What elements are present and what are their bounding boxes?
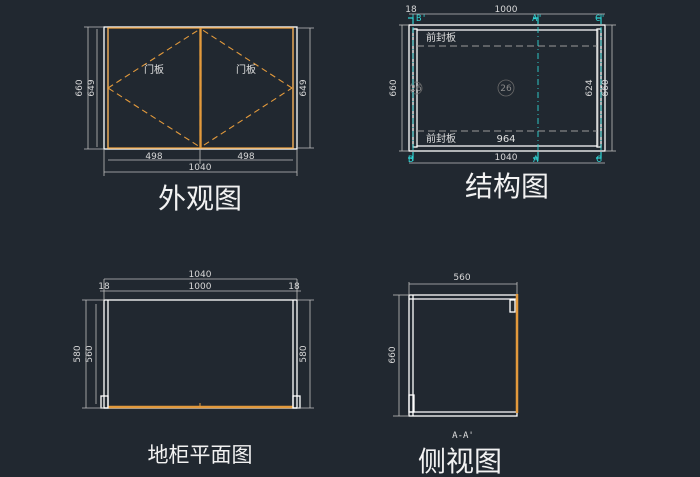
exterior-dim-height-inner: 649 [87, 79, 97, 96]
exterior-dim-height-right: 649 [299, 79, 309, 96]
exterior-door-left-swing-lines [107, 27, 201, 149]
exterior-door-label-right: 门板 [236, 63, 256, 76]
structure-dim-side-top-left: 18 [405, 5, 417, 15]
structure-dim-height-right-outer: 660 [601, 79, 611, 96]
exterior-door-right [200, 27, 294, 149]
exterior-view: 门板 门板 660 649 649 498 498 1040 外观图 [75, 26, 314, 215]
side-dim-height: 660 [388, 346, 398, 363]
exterior-dim-total-width: 1040 [189, 163, 212, 173]
plan-dim-inner-width: 1000 [189, 282, 212, 292]
exterior-cabinet-outline [103, 26, 298, 150]
exterior-dim-door-left: 498 [145, 152, 162, 162]
side-section-label: A-A' [452, 431, 474, 441]
section-marker-b-top [408, 17, 414, 24]
plan-right-foot [292, 395, 301, 409]
structure-panel-label-top: 前封板 [426, 31, 456, 44]
plan-left-foot [100, 395, 109, 409]
structure-marker-c-top: C' [595, 14, 606, 24]
section-marker-c-top [596, 17, 602, 24]
structure-marker-b-top: B' [416, 14, 427, 24]
section-marker-a-bottom [533, 152, 539, 159]
structure-marker-b-bottom: B [408, 155, 413, 165]
structure-part-balloon-center [497, 79, 515, 97]
structure-marker-a-bottom: A [533, 155, 539, 165]
section-marker-b-bottom [408, 152, 414, 159]
structure-dim-height-left: 660 [389, 79, 399, 96]
plan-dim-side-right: 18 [288, 282, 300, 292]
structure-view: 前封板 前封板 964 26 26 B' A' C' B A C 18 1000… [389, 5, 616, 203]
plan-view: 1040 1000 18 18 580 560 580 地柜平面图 [73, 270, 314, 467]
exterior-view-title: 外观图 [158, 182, 242, 215]
side-back-foot [408, 394, 415, 413]
side-front-rail-top [509, 299, 516, 313]
structure-view-title: 结构图 [465, 170, 549, 203]
plan-dim-depth-right: 580 [299, 345, 309, 362]
side-cabinet-outline [408, 294, 518, 417]
exterior-dim-door-right: 498 [237, 152, 254, 162]
structure-cabinet-outline [408, 24, 606, 152]
structure-panel-label-bottom: 前封板 [426, 132, 456, 145]
structure-part-number-left: 26 [410, 84, 422, 94]
structure-part-number-center: 26 [500, 84, 512, 94]
plan-dim-depth-outer: 580 [73, 345, 83, 362]
structure-marker-a-top: A' [532, 14, 543, 24]
exterior-door-label-left: 门板 [144, 63, 164, 76]
structure-part-balloon-left [409, 81, 423, 95]
side-dim-depth: 560 [453, 273, 470, 283]
plan-view-title: 地柜平面图 [148, 443, 253, 467]
exterior-dim-height-outer: 660 [75, 79, 85, 96]
section-marker-c-bottom [596, 152, 602, 159]
plan-dim-depth-inner: 560 [85, 345, 95, 362]
structure-marker-c-bottom: C [596, 155, 601, 165]
structure-dim-width-inner: 1000 [495, 5, 518, 15]
plan-cabinet-outline [103, 299, 298, 409]
structure-dim-width-total: 1040 [495, 153, 518, 163]
exterior-door-left [107, 27, 201, 149]
structure-dim-rail-length: 964 [496, 134, 515, 145]
plan-dim-total-width: 1040 [189, 270, 212, 280]
structure-dim-height-right-inner: 624 [585, 79, 595, 96]
side-view: 560 660 A-A' 侧视图 [388, 273, 519, 477]
side-view-title: 侧视图 [418, 445, 502, 477]
section-marker-a-top [533, 17, 539, 24]
plan-dim-side-left: 18 [98, 282, 110, 292]
exterior-door-right-swing-lines [200, 27, 293, 149]
